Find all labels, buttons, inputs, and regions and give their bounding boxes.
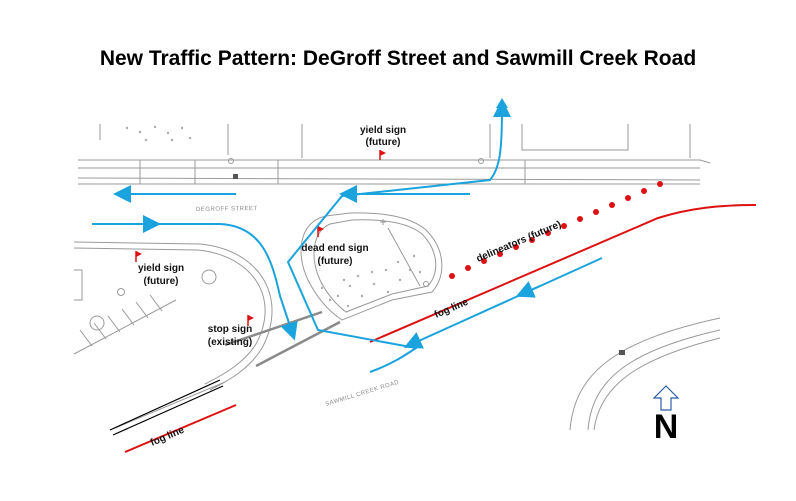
sawmill-south-edge bbox=[114, 381, 226, 429]
degroff-north-edge bbox=[78, 159, 711, 164]
sign-base bbox=[423, 281, 429, 287]
sawmill-edge-black bbox=[109, 379, 221, 431]
north-arrow: N bbox=[652, 385, 680, 446]
utility-box bbox=[619, 350, 625, 355]
vegetation bbox=[125, 125, 422, 308]
north-label: N bbox=[654, 408, 679, 446]
yield-sign-top-note: (future) bbox=[366, 137, 401, 148]
yield-sign-left-icon bbox=[135, 251, 142, 262]
degroff-street-label: DEGROFF STREET bbox=[196, 206, 258, 213]
dead-end-sign-label: dead end sign bbox=[301, 243, 368, 254]
delineators bbox=[449, 181, 663, 279]
sawmill-edge bbox=[224, 310, 323, 347]
utility-pole bbox=[228, 158, 234, 164]
parking-stripes bbox=[79, 294, 163, 347]
flow-arrowhead-top bbox=[496, 98, 508, 108]
yield-sign-left-label: yield sign bbox=[138, 263, 184, 274]
degroff-curb-2 bbox=[77, 177, 701, 181]
dead-end-sign-icon bbox=[317, 226, 324, 237]
side-road-outer bbox=[569, 317, 721, 431]
yield-sign-left-note: (future) bbox=[144, 276, 179, 287]
flow-eastbound-merge bbox=[92, 223, 298, 341]
stop-sign-label: stop sign bbox=[208, 324, 252, 335]
sawmill-road-label: SAWMILL CREEK ROAD bbox=[325, 380, 400, 408]
north-arrow-icon bbox=[652, 385, 680, 411]
building-outline bbox=[521, 124, 629, 151]
stop-sign-icon bbox=[247, 315, 254, 326]
tree bbox=[89, 315, 105, 331]
island-inner bbox=[313, 219, 437, 313]
delineators-label: delineators (future) bbox=[475, 219, 563, 265]
utility-pole bbox=[478, 158, 484, 164]
utility-box bbox=[233, 174, 238, 179]
flow-sawmill-to-degroff-north bbox=[286, 99, 511, 373]
stop-sign-note: (existing) bbox=[208, 337, 252, 348]
sawmill-north-edge-a bbox=[73, 241, 273, 391]
traffic-flow bbox=[92, 99, 603, 373]
sawmill-north-edge-b bbox=[73, 247, 266, 385]
dead-end-sign-note: (future) bbox=[318, 256, 353, 267]
side-road-inner bbox=[587, 329, 721, 431]
fog-line-lower-label: fog line bbox=[149, 425, 186, 449]
yield-sign-top-icon bbox=[379, 150, 386, 160]
tree bbox=[201, 269, 217, 285]
yield-sign-top-label: yield sign bbox=[360, 125, 406, 136]
sign-marker bbox=[380, 219, 386, 225]
base-map bbox=[73, 124, 721, 436]
side-road-edge bbox=[593, 337, 721, 431]
page-title: New Traffic Pattern: DeGroff Street and … bbox=[99, 47, 697, 70]
fog-line-lower bbox=[124, 404, 237, 453]
fog-line-upper-label: fog line bbox=[433, 297, 470, 321]
flow-sawmill-southbound bbox=[403, 257, 603, 349]
sawmill-edge-black bbox=[112, 385, 224, 436]
traffic-island bbox=[300, 212, 443, 321]
lot-curb bbox=[73, 299, 177, 355]
markings bbox=[124, 204, 757, 453]
sawmill-edge bbox=[255, 320, 341, 368]
flow-sawmill-southbound-arrow bbox=[515, 281, 541, 298]
sign-post bbox=[387, 227, 421, 287]
tree bbox=[117, 288, 125, 296]
lot-boundary bbox=[74, 269, 83, 301]
fog-line-upper bbox=[369, 204, 757, 343]
